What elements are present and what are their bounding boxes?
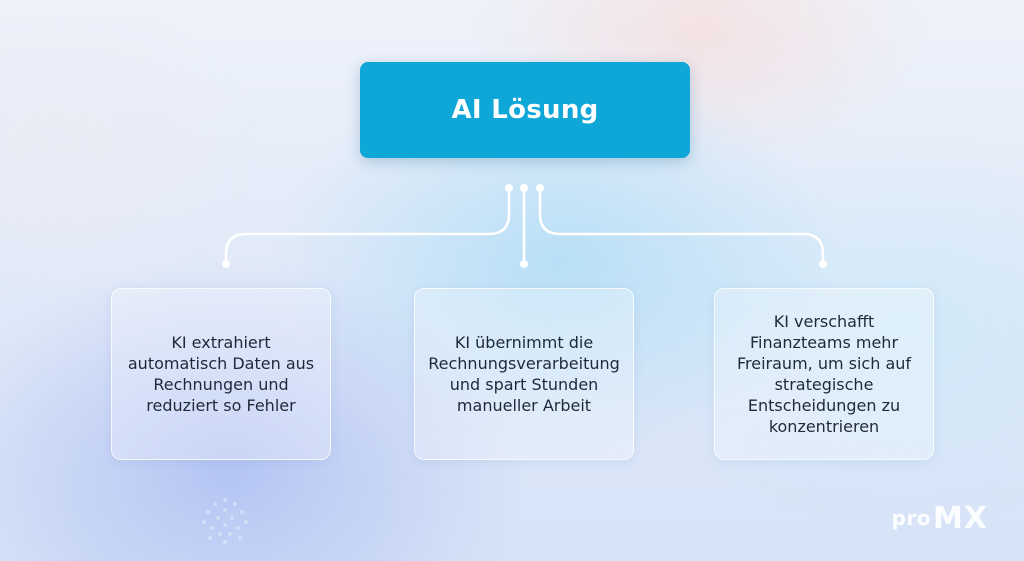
benefit-card-data-extraction: KI extrahiert automatisch Daten aus Rech…: [111, 288, 331, 460]
connector-dot-top-left: [505, 184, 513, 192]
decorative-pattern: [180, 470, 270, 561]
root-node-label: AI Lösung: [451, 95, 599, 125]
connector-left: [224, 186, 511, 266]
benefit-card-text: KI übernimmt die Rechnungsverarbeitung u…: [428, 333, 620, 415]
connector-dot-top-right: [536, 184, 544, 192]
benefit-card-text: KI verschafft Finanzteams mehr Freiraum,…: [736, 312, 912, 436]
logo-prefix: pro: [891, 506, 932, 530]
connector-dot-bottom-center: [520, 260, 528, 268]
root-node: AI Lösung: [360, 62, 690, 158]
benefit-card-time-savings: KI übernimmt die Rechnungsverarbeitung u…: [414, 288, 634, 460]
logo-main: MX: [933, 500, 988, 536]
benefit-card-text: KI extrahiert automatisch Daten aus Rech…: [127, 333, 315, 415]
connector-dot-top-center: [520, 184, 528, 192]
connector-dot-bottom-right: [819, 260, 827, 268]
connector-dot-bottom-left: [222, 260, 230, 268]
benefit-card-strategic-focus: KI verschafft Finanzteams mehr Freiraum,…: [714, 288, 934, 460]
promx-logo: pro MX: [891, 500, 988, 536]
connector-right: [538, 186, 825, 266]
